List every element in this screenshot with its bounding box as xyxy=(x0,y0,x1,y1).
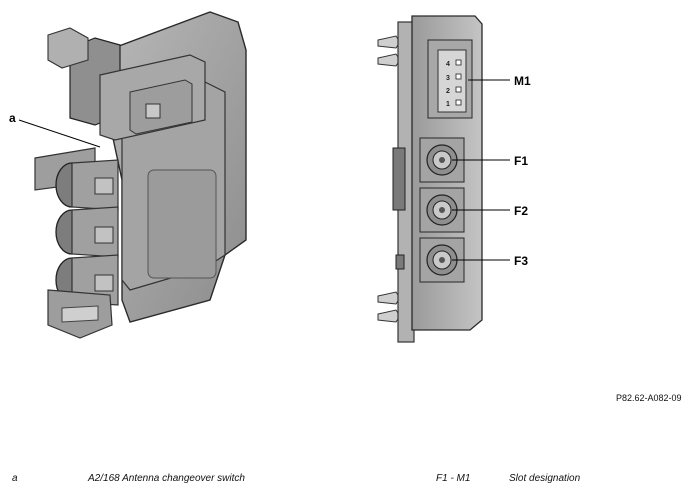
socket-f2 xyxy=(419,187,465,233)
connector-stack xyxy=(55,159,119,306)
legend-key: F1 - M1 xyxy=(436,473,471,484)
callout-a: a xyxy=(9,111,16,125)
pin-label: 4 xyxy=(446,61,450,68)
legend-key: a xyxy=(12,473,18,484)
figure-reference: P82.62-A082-09 xyxy=(616,393,682,403)
callout-m1: M1 xyxy=(514,74,531,88)
module-isometric-view xyxy=(18,11,247,339)
callout-f1: F1 xyxy=(514,154,528,168)
pin-label: 3 xyxy=(446,75,450,82)
socket-m1: 4 3 2 1 xyxy=(427,39,473,119)
callout-a-leader xyxy=(18,119,101,148)
legend-text: A2/168 Antenna changeover switch xyxy=(88,473,245,484)
pin-label: 2 xyxy=(446,88,450,95)
callout-f3: F3 xyxy=(514,254,528,268)
callout-f2: F2 xyxy=(514,204,528,218)
module-front-view: 4 3 2 1 xyxy=(377,15,510,343)
legend-text: Slot designation xyxy=(509,473,581,484)
pin-label: 1 xyxy=(446,101,450,108)
